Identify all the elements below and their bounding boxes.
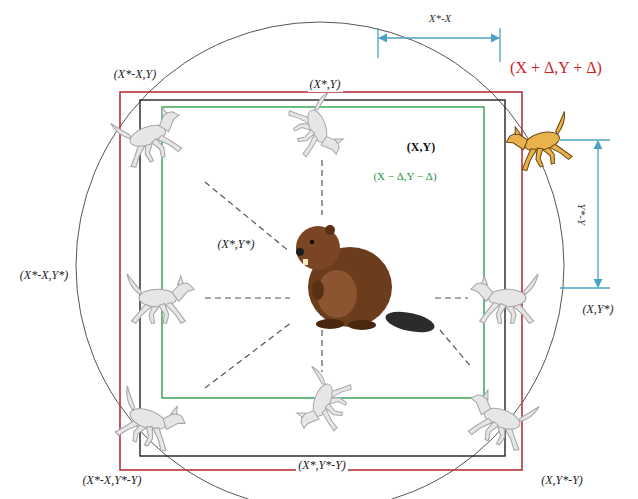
beaver-foot — [316, 319, 344, 329]
grey-wolves — [110, 92, 539, 455]
dimension-arrow — [379, 37, 499, 38]
dashed-ray — [435, 297, 468, 298]
coordinate-label: (X*,Y*-Y) — [296, 459, 348, 473]
dashed-rays — [205, 160, 472, 388]
wolf — [110, 386, 190, 455]
coordinate-label: (X,Y*) — [581, 303, 616, 317]
wolf — [127, 274, 194, 324]
coordinate-label: (X − Δ,Y − Δ) — [371, 170, 438, 183]
dashed-ray — [321, 160, 322, 215]
beaver-nose — [296, 248, 304, 256]
dimension-tick — [499, 28, 500, 62]
dimension-tick — [560, 287, 610, 288]
wolf — [286, 92, 349, 165]
coordinate-label: (X*-X,Y) — [112, 68, 158, 82]
coordinate-label: (X,Y*-Y) — [539, 474, 585, 488]
beaver-head — [296, 226, 340, 270]
coordinate-label: (X*-X,Y*-Y) — [81, 474, 144, 488]
dashed-ray — [205, 322, 292, 388]
dimension-arrow — [597, 141, 598, 287]
wolf — [291, 366, 354, 439]
dimension-label: Y*-Y — [576, 201, 589, 226]
dimension-lines — [378, 28, 610, 288]
coordinate-label: (X*,Y*) — [216, 238, 257, 252]
yellow-wolf — [503, 112, 577, 174]
dashed-ray — [321, 330, 322, 372]
beaver-teeth — [303, 259, 308, 265]
dimension-label: X*-X — [427, 12, 454, 25]
dimension-tick — [377, 28, 378, 58]
beaver-tail — [384, 308, 437, 336]
beaver-paw — [312, 280, 324, 300]
beaver-foot — [348, 320, 376, 330]
wolf — [459, 384, 539, 453]
coordinate-label: (X,Y) — [405, 141, 437, 155]
wolf — [471, 274, 538, 324]
beaver-eye — [310, 240, 314, 244]
inner-rectangle — [162, 107, 484, 398]
dashed-ray — [205, 182, 290, 252]
beaver-ear — [325, 225, 335, 235]
wolf — [111, 101, 191, 170]
middle-rectangle — [140, 100, 505, 456]
outer-circle — [76, 22, 564, 499]
dashed-ray — [440, 330, 472, 368]
coordinate-label: (X*-X,Y*) — [18, 269, 70, 283]
coordinate-label: (X*,Y) — [308, 78, 343, 92]
dimension-tick — [560, 139, 610, 140]
beaver — [296, 225, 436, 336]
coordinate-label: (X + Δ,Y + Δ) — [508, 59, 604, 77]
dashed-ray — [205, 297, 290, 298]
